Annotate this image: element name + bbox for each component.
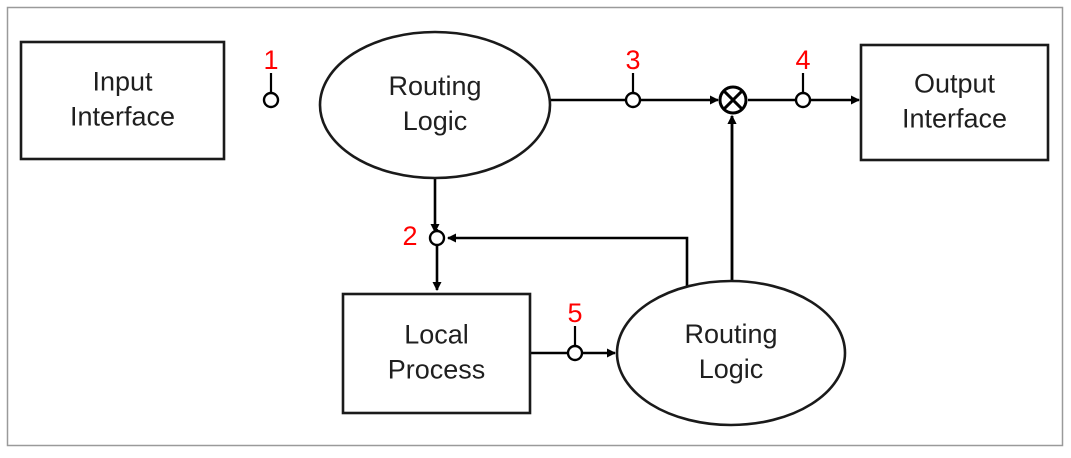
marker-group: 1 2 3 4 5 xyxy=(262,45,812,362)
routing-logic-bottom-label-line1: Routing xyxy=(684,319,777,349)
tap-marker-5[interactable]: 5 xyxy=(566,298,584,362)
tap-marker-2[interactable]: 2 xyxy=(402,221,446,251)
tap-1-dot[interactable] xyxy=(262,91,280,109)
routing-logic-top-ellipse[interactable] xyxy=(318,30,552,180)
tap-4-number: 4 xyxy=(795,45,810,75)
tap-marker-4[interactable]: 4 xyxy=(794,45,812,109)
input-interface-label-line1: Input xyxy=(92,67,153,97)
local-process-label-line2: Process xyxy=(388,355,486,385)
routing-logic-top-label-line2: Logic xyxy=(403,106,468,136)
node-input-interface[interactable]: Input Interface xyxy=(19,40,226,161)
tap-5-number: 5 xyxy=(567,298,582,328)
page-border xyxy=(6,6,1064,447)
input-interface-box[interactable] xyxy=(19,40,226,161)
tap-2-number: 2 xyxy=(402,221,417,251)
edge-local-process-to-routing-bottom xyxy=(447,233,689,287)
local-process-box[interactable] xyxy=(341,292,532,415)
local-process-label-line1: Local xyxy=(404,320,469,350)
edge-group xyxy=(430,95,860,358)
tap-marker-1[interactable]: 1 xyxy=(262,45,280,109)
tap-2-dot[interactable] xyxy=(428,229,446,247)
tap-1-number: 1 xyxy=(263,45,278,75)
output-interface-label-line2: Interface xyxy=(902,104,1007,134)
combiner-cross xyxy=(722,89,744,111)
tap-4-dot[interactable] xyxy=(794,91,812,109)
tap-3-dot[interactable] xyxy=(624,91,642,109)
tap-3-number: 3 xyxy=(625,45,640,75)
input-interface-label-line2: Interface xyxy=(70,102,175,132)
node-routing-logic-top[interactable]: Routing Logic xyxy=(318,30,552,180)
routing-logic-top-label-line1: Routing xyxy=(388,71,481,101)
routing-logic-bottom-ellipse[interactable] xyxy=(615,279,847,427)
output-interface-box[interactable] xyxy=(859,43,1050,162)
node-routing-logic-bottom[interactable]: Routing Logic xyxy=(615,279,847,427)
tap-5-dot[interactable] xyxy=(566,344,584,362)
node-local-process[interactable]: Local Process xyxy=(341,292,532,415)
node-output-interface[interactable]: Output Interface xyxy=(859,43,1050,162)
tap-marker-3[interactable]: 3 xyxy=(624,45,642,109)
output-interface-label-line1: Output xyxy=(914,69,996,99)
routing-logic-bottom-label-line2: Logic xyxy=(699,354,764,384)
combiner-xor-icon[interactable] xyxy=(718,85,748,115)
